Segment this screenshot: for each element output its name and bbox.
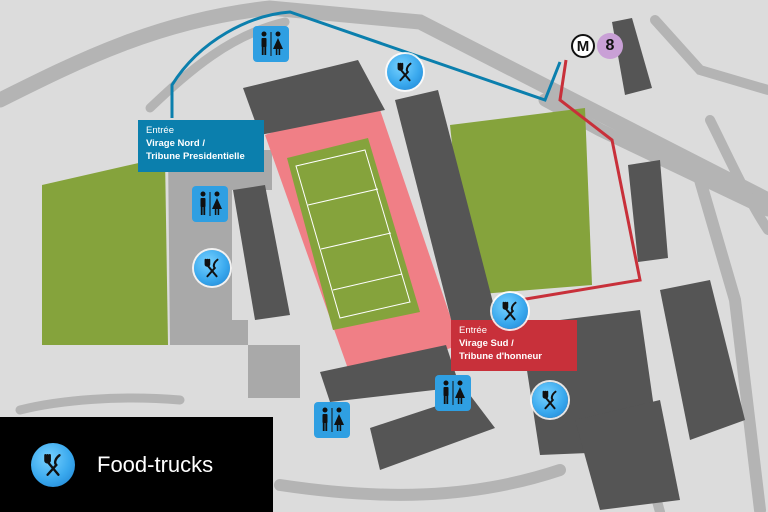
fork-knife-glyph bbox=[502, 301, 517, 321]
entrance-sud-line2: Virage Sud / bbox=[459, 338, 514, 349]
fork-knife-glyph bbox=[397, 62, 412, 82]
road-north bbox=[0, 0, 768, 208]
metro-line-badge: 8 bbox=[597, 33, 623, 59]
fork-knife-icon[interactable] bbox=[492, 293, 528, 329]
building-south-east bbox=[575, 400, 680, 510]
toilets-icon[interactable] bbox=[253, 26, 289, 62]
metro-symbol: M bbox=[571, 34, 595, 58]
fork-knife-glyph bbox=[204, 258, 219, 278]
route-nord bbox=[170, 10, 562, 118]
road-east-vertical bbox=[694, 174, 766, 512]
fork-knife-icon[interactable] bbox=[194, 250, 230, 286]
entrance-nord-line2: Virage Nord / bbox=[146, 138, 205, 149]
toilets-glyph bbox=[200, 191, 222, 216]
stand-north bbox=[243, 60, 385, 135]
training-field-west bbox=[42, 157, 168, 345]
building-metro bbox=[612, 18, 652, 95]
fork-knife-glyph bbox=[44, 453, 61, 476]
toilets-icon[interactable] bbox=[435, 375, 471, 411]
legend-label: Food-trucks bbox=[97, 451, 214, 477]
building-south bbox=[370, 395, 495, 470]
road-southwest bbox=[15, 393, 185, 415]
toilets-glyph bbox=[261, 31, 283, 56]
entrance-nord-line3: Tribune Presidentielle bbox=[146, 151, 245, 162]
fork-knife-icon[interactable] bbox=[532, 382, 568, 418]
road-east-curve bbox=[705, 115, 768, 235]
pitch-markings bbox=[295, 149, 411, 319]
fork-knife-icon[interactable] bbox=[387, 54, 423, 90]
stand-west bbox=[233, 185, 290, 320]
entrance-sud-line1: Entrée bbox=[459, 325, 487, 336]
legend: Food-trucks bbox=[0, 417, 273, 512]
toilets-icon[interactable] bbox=[192, 186, 228, 222]
toilets-glyph bbox=[322, 407, 344, 432]
metro-station[interactable]: M 8 bbox=[571, 32, 623, 60]
fork-knife-glyph bbox=[542, 390, 557, 410]
road-south bbox=[274, 464, 566, 501]
pitch bbox=[287, 138, 420, 330]
entrance-sud-line3: Tribune d'honneur bbox=[459, 351, 543, 362]
fork-knife-icon bbox=[31, 442, 75, 487]
building-east-tower bbox=[628, 160, 668, 262]
stand-south bbox=[320, 345, 460, 402]
entrance-label-nord[interactable]: Entrée Virage Nord / Tribune Presidentie… bbox=[138, 120, 264, 172]
road-east-spur bbox=[650, 15, 768, 95]
toilets-glyph bbox=[443, 380, 465, 405]
stand-east bbox=[395, 90, 497, 335]
building-far-east bbox=[660, 280, 745, 440]
buildings bbox=[233, 18, 745, 510]
route-sud bbox=[519, 59, 642, 302]
toilets-icon[interactable] bbox=[314, 402, 350, 438]
entrance-nord-line1: Entrée bbox=[146, 125, 174, 136]
training-field-east bbox=[450, 108, 592, 295]
